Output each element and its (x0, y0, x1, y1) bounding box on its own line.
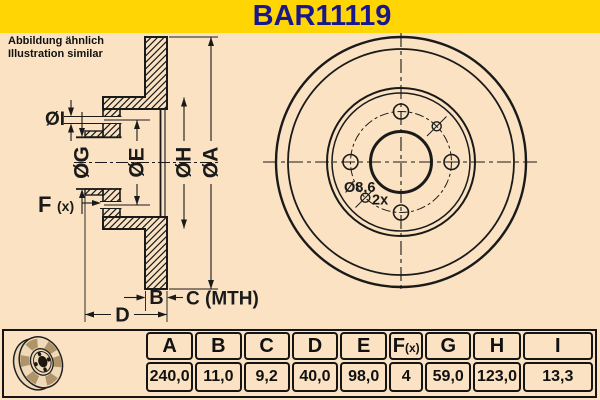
illustration-note: Abbildung ähnlich Illustration similar (8, 35, 104, 61)
value-a: 240,0 (146, 362, 194, 392)
header-banner: BAR11119 (0, 0, 600, 33)
bolt-circle (350, 111, 452, 213)
dim-label-f: F (38, 192, 51, 217)
col-header-i: I (522, 332, 593, 360)
dim-b-c-d (84, 195, 183, 322)
part-number-title: BAR11119 (252, 0, 392, 32)
col-header-a: A (146, 332, 194, 360)
disc-outer-edge (274, 35, 528, 289)
value-i: 13,3 (522, 362, 593, 392)
value-f: 4 (389, 362, 424, 392)
col-header-f-main: F (392, 334, 405, 357)
col-header-h: H (473, 332, 521, 360)
dim-dia-h (181, 97, 187, 229)
value-b: 11,0 (195, 362, 242, 392)
value-d: 40,0 (291, 362, 339, 392)
centre-bore (369, 130, 433, 194)
brake-disc-icon (12, 336, 64, 391)
spec-table: A B C D E F(x) G H I 240,0 11,0 9,2 40,0… (146, 332, 593, 392)
front-view: Ø8,6 2x (263, 33, 540, 291)
disc-friction-edge (287, 48, 515, 276)
hat-inner-edge (331, 92, 471, 232)
dim-label-b: B (149, 287, 163, 309)
dim-label-dia-a: ØA (200, 147, 223, 179)
bolt-holes (342, 103, 460, 221)
dim-label-f-suffix: (x) (57, 198, 74, 214)
dim-dia-a (169, 36, 218, 290)
col-header-e: E (340, 332, 388, 360)
col-header-c: C (243, 332, 290, 360)
hole-diameter-label: Ø8,6 (344, 180, 375, 196)
illustration-note-en: Illustration similar (8, 48, 103, 60)
dim-label-dia-h: ØH (173, 147, 196, 179)
dim-label-dia-i: ØI (45, 109, 65, 130)
hat-outer-edge (326, 87, 476, 237)
cross-section-view: ØI ØG ØE ØH ØA F (x) B C (MTH) D (38, 36, 259, 327)
value-g: 59,0 (425, 362, 472, 392)
dim-label-dia-e: ØE (126, 147, 149, 177)
col-header-g: G (425, 332, 472, 360)
hole-count-label: 2x (372, 193, 388, 209)
col-header-d: D (291, 332, 339, 360)
value-c: 9,2 (243, 362, 290, 392)
dim-dia-g (79, 112, 85, 214)
illustration-note-de: Abbildung ähnlich (8, 35, 104, 47)
dim-label-d: D (115, 305, 129, 327)
dim-dia-e (104, 119, 150, 206)
col-header-b: B (195, 332, 242, 360)
col-header-f-sub: (x) (404, 340, 420, 355)
dim-label-c-mth: C (MTH) (186, 289, 259, 310)
dim-dia-i (68, 100, 74, 141)
dim-f (82, 200, 101, 206)
dimension-table-box: A B C D E F(x) G H I 240,0 11,0 9,2 40,0… (2, 329, 597, 398)
dim-label-dia-g: ØG (71, 146, 94, 179)
value-h: 123,0 (473, 362, 521, 392)
value-e: 98,0 (340, 362, 388, 392)
pilot-boss-top (84, 130, 104, 138)
locating-holes (355, 116, 447, 208)
col-header-f: F(x) (389, 332, 424, 360)
